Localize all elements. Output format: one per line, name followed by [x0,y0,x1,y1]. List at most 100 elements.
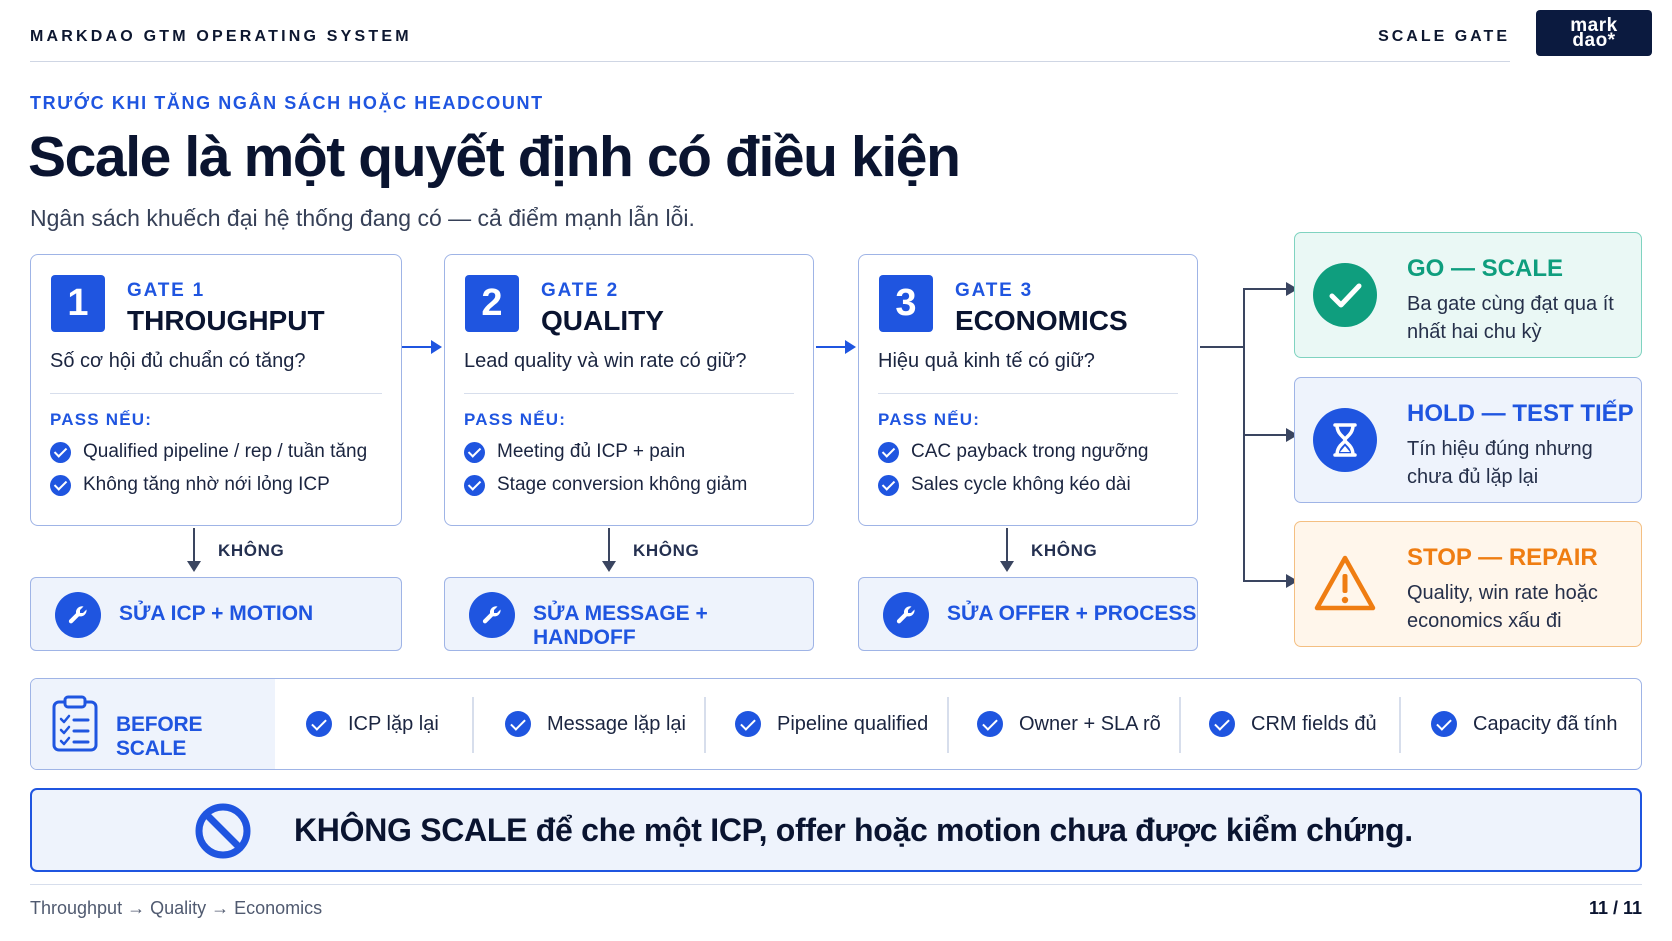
outcome-description: Ba gate cùng đạt qua ít nhất hai chu kỳ [1407,293,1614,343]
fix-box-1: SỬA ICP + MOTION [30,577,402,651]
check-icon [505,711,531,737]
gate-card-3: 3 GATE 3 ECONOMICS Hiệu quả kinh tế có g… [858,254,1198,526]
pass-label: PASS NẾU: [878,410,981,429]
divider [878,393,1178,394]
page-title: Scale là một quyết định có điều kiện [28,125,961,189]
footer-divider [30,884,1642,885]
checklist-item: Pipeline qualified [735,679,928,769]
fix-label: SỬA ICP + MOTION [119,602,314,625]
fix-label: SỬA OFFER + PROCESS [947,602,1197,625]
page-subtitle: Ngân sách khuếch đại hệ thống đang có — … [30,205,695,231]
gate-label: GATE 3 [955,280,1034,301]
hourglass-icon [1313,408,1377,472]
outcome-stop: STOP — REPAIR Quality, win rate hoặc eco… [1294,521,1642,647]
pass-item: Sales cycle không kéo dài [878,474,1131,496]
fail-label: KHÔNG [633,541,700,560]
check-icon [977,711,1003,737]
gate-card-1: 1 GATE 1 THROUGHPUT Số cơ hội đủ chuẩn c… [30,254,402,526]
wrench-icon [883,592,929,638]
divider [464,393,794,394]
divider [472,697,474,753]
check-icon [464,441,485,463]
fail-arrow-2 [602,528,616,572]
gate-label: GATE 2 [541,280,620,301]
system-name: MARKDAO GTM OPERATING SYSTEM [30,28,412,45]
branch-arrow-hold [1244,428,1298,442]
checklist-item: Message lặp lại [505,679,686,769]
pass-item: Không tăng nhờ nới lỏng ICP [50,474,330,496]
gate-number: 1 [51,275,105,332]
fail-arrow-1 [187,528,201,572]
eyebrow: TRƯỚC KHI TĂNG NGÂN SÁCH HOẶC HEADCOUNT [30,93,544,113]
gate-question: Số cơ hội đủ chuẩn có tăng? [50,350,306,372]
divider [50,393,382,394]
flow-arrow-1-2 [402,340,442,354]
fix-box-3: SỬA OFFER + PROCESS [858,577,1198,651]
divider [947,697,949,753]
brand-logo: mark dao* [1536,10,1652,56]
gate-number: 2 [465,275,519,332]
pass-item: CAC payback trong ngưỡng [878,441,1148,463]
check-icon [306,711,332,737]
pass-item: Meeting đủ ICP + pain [464,441,685,463]
fail-label: KHÔNG [218,541,285,560]
outcome-title: HOLD — TEST TIẾP [1407,400,1634,427]
footer-flow: Throughput → Quality → Economics [30,898,323,918]
outcome-title: STOP — REPAIR [1407,544,1598,571]
gate-label: GATE 1 [127,280,206,301]
fail-arrow-3 [1000,528,1014,572]
gate-name: QUALITY [541,305,664,336]
fix-label: SỬA MESSAGE + HANDOFF [533,602,708,649]
logo-line-2: dao* [1572,30,1616,51]
outcome-go: GO — SCALE Ba gate cùng đạt qua ít nhất … [1294,232,1642,358]
check-icon [735,711,761,737]
pass-label: PASS NẾU: [464,410,567,429]
check-circle-icon [1313,263,1377,327]
branch-arrow-stop [1244,574,1298,588]
check-icon [464,474,485,496]
check-icon [1209,711,1235,737]
checklist-item: ICP lặp lại [306,679,439,769]
outcome-title: GO — SCALE [1407,255,1564,282]
checklist-item: Capacity đã tính [1431,679,1618,769]
section-name: SCALE GATE [1378,28,1510,45]
checklist-label: BEFORE SCALE [116,713,203,760]
page-number: 11 / 11 [1588,898,1642,918]
branch-connector-stem [1200,346,1244,348]
wrench-icon [469,592,515,638]
checklist-item: Owner + SLA rõ [977,679,1161,769]
logo-line-1: mark [1570,15,1618,36]
gate-card-2: 2 GATE 2 QUALITY Lead quality và win rat… [444,254,814,526]
pass-item: Qualified pipeline / rep / tuần tăng [50,441,367,463]
check-icon [50,441,71,463]
wrench-icon [55,592,101,638]
check-icon [878,441,899,463]
flow-arrow-2-3 [816,340,856,354]
pass-label: PASS NẾU: [50,410,153,429]
warning-banner: KHÔNG SCALE để che một ICP, offer hoặc m… [30,788,1642,872]
branch-arrow-go [1244,282,1298,296]
outcome-description: Tín hiệu đúng nhưng chưa đủ lặp lại [1407,438,1593,488]
banner-text: KHÔNG SCALE để che một ICP, offer hoặc m… [294,812,1413,848]
check-icon [878,474,899,496]
check-icon [1431,711,1457,737]
clipboard-icon [51,695,99,758]
divider [1179,697,1181,753]
before-scale-checklist: BEFORE SCALE ICP lặp lại Message lặp lại… [30,678,1642,770]
prohibited-icon [194,802,252,865]
fix-box-2: SỬA MESSAGE + HANDOFF [444,577,814,651]
checklist-item: CRM fields đủ [1209,679,1377,769]
fail-label: KHÔNG [1031,541,1098,560]
gate-question: Hiệu quả kinh tế có giữ? [878,350,1095,372]
warning-triangle-icon [1313,552,1377,616]
gate-name: THROUGHPUT [127,305,325,336]
top-bar: MARKDAO GTM OPERATING SYSTEM SCALE GATE [30,24,1510,62]
outcome-description: Quality, win rate hoặc economics xấu đi [1407,582,1598,632]
checklist-header: BEFORE SCALE [31,679,275,769]
pass-item: Stage conversion không giảm [464,474,747,496]
gate-question: Lead quality và win rate có giữ? [464,350,747,372]
outcome-hold: HOLD — TEST TIẾP Tín hiệu đúng nhưng chư… [1294,377,1642,503]
check-icon [50,474,71,496]
divider [1399,697,1401,753]
gate-name: ECONOMICS [955,305,1128,336]
